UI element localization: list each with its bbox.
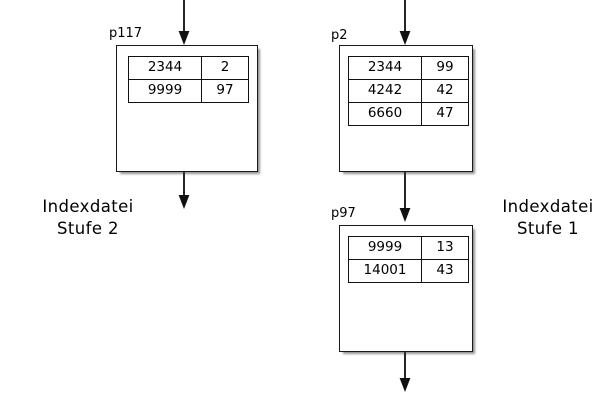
table-row: 2344 2: [128, 56, 249, 80]
arrow-p2-to-p97: [396, 171, 414, 223]
caption-right-line1: Indexdatei: [502, 197, 594, 216]
entry-key: 4242: [348, 79, 422, 103]
entry-pointer: 97: [201, 79, 249, 103]
arrow-out-of-p97: [396, 351, 414, 393]
caption-right-line2: Stufe 1: [517, 219, 579, 238]
caption-left-line1: Indexdatei: [42, 197, 134, 216]
caption-left-line2: Stufe 2: [57, 219, 119, 238]
entry-pointer: 47: [421, 102, 469, 126]
table-row: 14001 43: [348, 259, 469, 283]
caption-right: Indexdatei Stufe 1: [492, 196, 604, 240]
table-row: 6660 47: [348, 102, 469, 126]
table-row: 9999 13: [348, 236, 469, 260]
entry-key: 2344: [348, 56, 422, 80]
entry-pointer: 2: [201, 56, 249, 80]
node-label-p117: p117: [109, 26, 143, 41]
entry-table-p117: 2344 2 9999 97: [128, 56, 249, 103]
entry-key: 6660: [348, 102, 422, 126]
entry-pointer: 13: [421, 236, 469, 260]
entry-table-p97: 9999 13 14001 43: [348, 236, 469, 283]
arrow-into-p117: [175, 0, 193, 46]
node-label-p2: p2: [331, 28, 348, 43]
arrow-out-of-p117: [175, 171, 193, 210]
arrow-into-p2: [396, 0, 414, 46]
table-row: 4242 42: [348, 79, 469, 103]
entry-pointer: 43: [421, 259, 469, 283]
node-label-p97: p97: [331, 206, 356, 221]
entry-key: 9999: [128, 79, 202, 103]
table-row: 2344 99: [348, 56, 469, 80]
entry-key: 14001: [348, 259, 422, 283]
table-row: 9999 97: [128, 79, 249, 103]
entry-key: 9999: [348, 236, 422, 260]
entry-table-p2: 2344 99 4242 42 6660 47: [348, 56, 469, 126]
caption-left: Indexdatei Stufe 2: [14, 196, 162, 240]
entry-key: 2344: [128, 56, 202, 80]
entry-pointer: 99: [421, 56, 469, 80]
entry-pointer: 42: [421, 79, 469, 103]
